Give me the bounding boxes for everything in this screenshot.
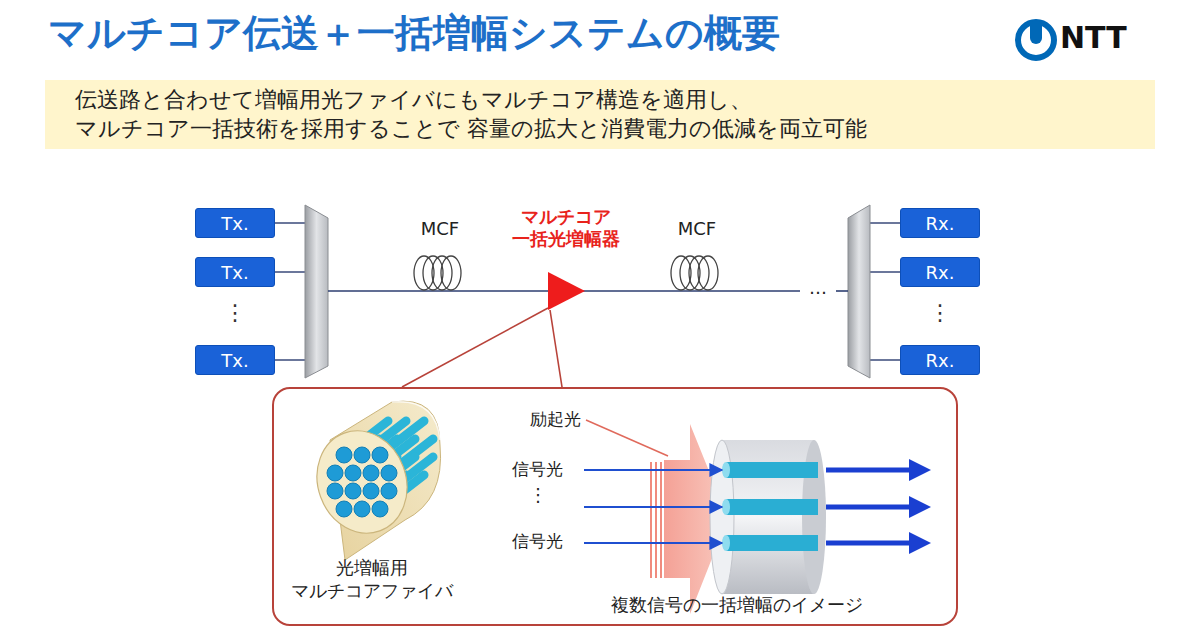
signal-arrows (584, 470, 722, 543)
continuation-dots: ⋮ (224, 300, 246, 325)
amplifying-fiber-cylinder (710, 440, 826, 594)
fiber-core (327, 483, 343, 499)
amplifier-triangle-shape (548, 272, 585, 310)
multicore-fiber-illustration (303, 401, 441, 560)
box-label: Rx. (926, 262, 955, 283)
fiber-core (354, 447, 370, 463)
continuation-dots: ⋮ (929, 300, 951, 325)
box-label: Tx. (221, 350, 248, 371)
fiber-core (327, 465, 343, 481)
fiber-core (336, 447, 352, 463)
fiber-core (372, 447, 388, 463)
pump-light-label: 励起光 (530, 408, 581, 431)
transmitter-box: Tx. (195, 257, 275, 287)
fiber-caption: 光増幅用 マルチコアファイバ (282, 557, 462, 602)
signal-label: 信号光 (512, 458, 563, 481)
pump-light-arrow (586, 420, 728, 614)
tx-wires (275, 223, 306, 360)
callout-leader-line (550, 310, 562, 387)
fiber-core (381, 483, 397, 499)
fiber-coil (414, 256, 461, 290)
fiber-core (363, 465, 379, 481)
amplifier-triangle: マルチコア 一括光増幅器 (500, 206, 632, 312)
transmission-line (328, 290, 848, 292)
fiber-core (363, 483, 379, 499)
transmitter-box: Tx. (195, 345, 275, 375)
rx-wires (869, 223, 900, 360)
receiver-box: Rx. (900, 208, 980, 238)
continuation-dots: ⋮ (529, 484, 547, 505)
box-label: Tx. (221, 213, 248, 234)
amplified-signal-arrows (826, 470, 922, 543)
fiber-core (345, 465, 361, 481)
image-caption: 複数信号の一括増幅のイメージ (587, 594, 887, 617)
fiber-coil (671, 256, 718, 290)
fiber-core (354, 501, 370, 517)
receiver-box: Rx. (900, 345, 980, 375)
fan-out-device (848, 205, 870, 378)
callout-leader-line (402, 308, 548, 387)
receiver-box: Rx. (900, 257, 980, 287)
fiber-label: MCF (421, 218, 459, 239)
amplifier-label: マルチコア 一括光増幅器 (511, 206, 621, 249)
fiber-label: MCF (678, 218, 716, 239)
slide-title: マルチコア伝送＋一括増幅システムの概要 (48, 8, 780, 59)
ntt-logo-symbol (1018, 20, 1054, 58)
box-label: Tx. (221, 262, 248, 283)
fiber-core (381, 465, 397, 481)
box-label: Rx. (926, 213, 955, 234)
fiber-core (336, 501, 352, 517)
note-text: 伝送路と合わせて増幅用光ファイバにもマルチコア構造を適用し、マルチコア一括技術を… (75, 86, 1125, 143)
transmitter-box: Tx. (195, 208, 275, 238)
signal-label: 信号光 (512, 530, 563, 553)
callout-panel: 光増幅用 マルチコアファイバ複数信号の一括増幅のイメージ (272, 387, 958, 626)
note-band: 伝送路と合わせて増幅用光ファイバにもマルチコア構造を適用し、マルチコア一括技術を… (45, 80, 1155, 149)
fan-in-device (305, 205, 328, 378)
box-label: Rx. (926, 350, 955, 371)
fiber-core (372, 501, 388, 517)
fiber-core (345, 483, 361, 499)
continuation-dots: … (809, 277, 827, 298)
company-logo-text: NTT (1060, 20, 1127, 55)
